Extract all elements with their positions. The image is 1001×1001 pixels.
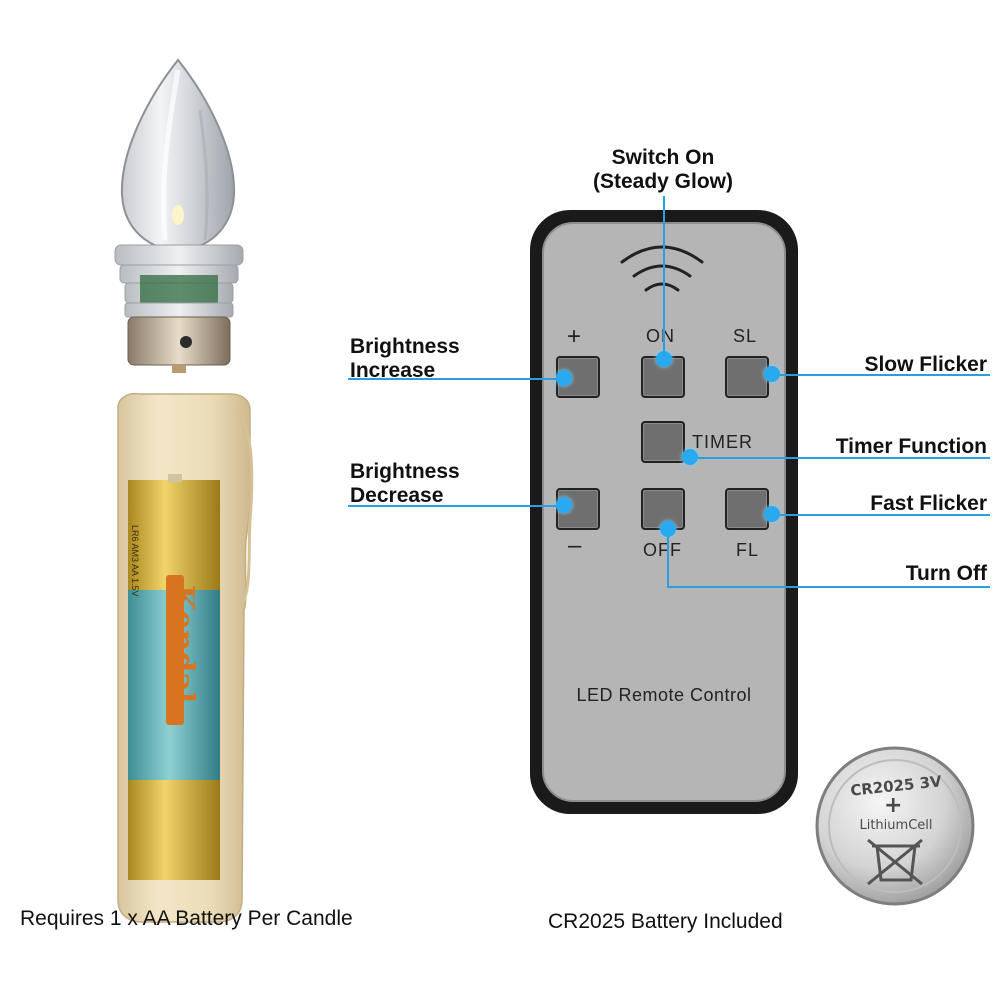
line-slow-flicker — [780, 374, 990, 376]
minus-symbol: – — [568, 532, 583, 559]
timer-button[interactable] — [641, 421, 685, 463]
turn-off-button[interactable] — [641, 488, 685, 530]
on-label: ON — [646, 326, 675, 346]
battery-size-code: LR6 AM3 AA 1.5V — [130, 525, 140, 597]
label-switch-on-line1: Switch On — [611, 146, 715, 169]
label-brightness-increase-line1: Brightness — [350, 335, 460, 358]
aa-battery — [128, 474, 220, 880]
label-switch-on: Switch On (Steady Glow) — [585, 146, 741, 194]
fl-label: FL — [736, 540, 760, 560]
label-brightness-decrease-line2: Decrease — [350, 484, 444, 507]
coin-cell-plus: + — [884, 793, 903, 818]
line-timer — [698, 457, 990, 459]
plus-symbol: + — [567, 323, 583, 350]
label-switch-on-line2: (Steady Glow) — [592, 170, 734, 193]
battery-size-code-text: LR6 AM3 AA 1.5V — [130, 525, 140, 597]
label-brightness-decrease: Brightness Decrease — [350, 460, 460, 508]
line-turn-off-horizontal — [667, 586, 990, 588]
caption-cr2025-battery: CR2025 Battery Included — [548, 910, 783, 933]
line-switch-on — [663, 196, 665, 356]
label-brightness-increase: Brightness Increase — [350, 335, 460, 383]
led-flame-bulb — [120, 58, 236, 252]
line-brightness-increase — [348, 378, 556, 380]
line-brightness-decrease — [348, 505, 556, 507]
dot-turn-off — [660, 521, 676, 537]
dot-slow-flicker — [764, 366, 780, 382]
label-brightness-increase-line2: Increase — [350, 359, 436, 382]
label-fast-flicker: Fast Flicker — [870, 492, 987, 515]
caption-aa-battery: Requires 1 x AA Battery Per Candle — [20, 907, 353, 930]
dot-fast-flicker — [764, 506, 780, 522]
coin-cell-type: LithiumCell — [859, 818, 933, 833]
fast-flicker-button[interactable] — [725, 488, 769, 530]
timer-label: TIMER — [692, 432, 753, 452]
label-brightness-decrease-line1: Brightness — [350, 460, 460, 483]
label-turn-off: Turn Off — [905, 562, 987, 585]
slow-flicker-button[interactable] — [725, 356, 769, 398]
recycle-bin-crossed-icon — [867, 838, 923, 886]
off-label: OFF — [643, 540, 682, 560]
line-fast-flicker — [780, 514, 990, 516]
dot-timer — [682, 449, 698, 465]
cr2025-coin-cell — [815, 746, 975, 906]
wireless-signal-icon — [620, 245, 704, 292]
battery-brand-text: Kendal — [165, 585, 200, 704]
sl-label: SL — [733, 326, 758, 346]
line-turn-off-vertical — [667, 537, 669, 587]
dot-switch-on — [656, 351, 672, 367]
label-timer-function: Timer Function — [835, 435, 987, 458]
dot-brightness-increase — [556, 370, 572, 386]
bulb-base — [127, 316, 231, 373]
bulb-cap — [114, 244, 244, 318]
battery-brand: Kendal — [165, 585, 200, 705]
remote-title: LED Remote Control — [576, 685, 752, 705]
label-slow-flicker: Slow Flicker — [864, 353, 987, 376]
dot-brightness-decrease — [556, 497, 572, 513]
